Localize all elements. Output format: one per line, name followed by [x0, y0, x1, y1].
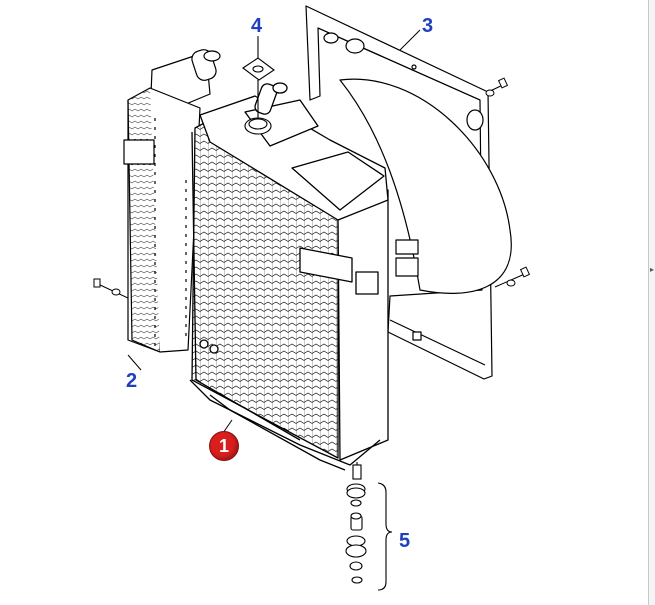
shroud-bolt-side [494, 266, 531, 288]
callout-2: 2 [126, 370, 138, 392]
cooler-bolt [93, 278, 129, 299]
radiator-cap-gasket [242, 38, 275, 135]
callout-5: 5 [399, 530, 411, 552]
scroll-right-arrow-icon[interactable]: ▸ [649, 265, 654, 274]
fan-shroud [305, 5, 512, 380]
mounting-kit [345, 462, 393, 591]
callout-3: 3 [422, 15, 434, 37]
callout-4: 4 [251, 15, 263, 37]
shroud-bolt-top [485, 77, 509, 97]
leader-lines [127, 29, 421, 434]
callout-1-highlight-badge[interactable]: 1 [209, 431, 239, 461]
vertical-scrollbar[interactable] [648, 0, 655, 605]
radiator-core [189, 82, 389, 471]
oil-cooler [123, 49, 221, 353]
